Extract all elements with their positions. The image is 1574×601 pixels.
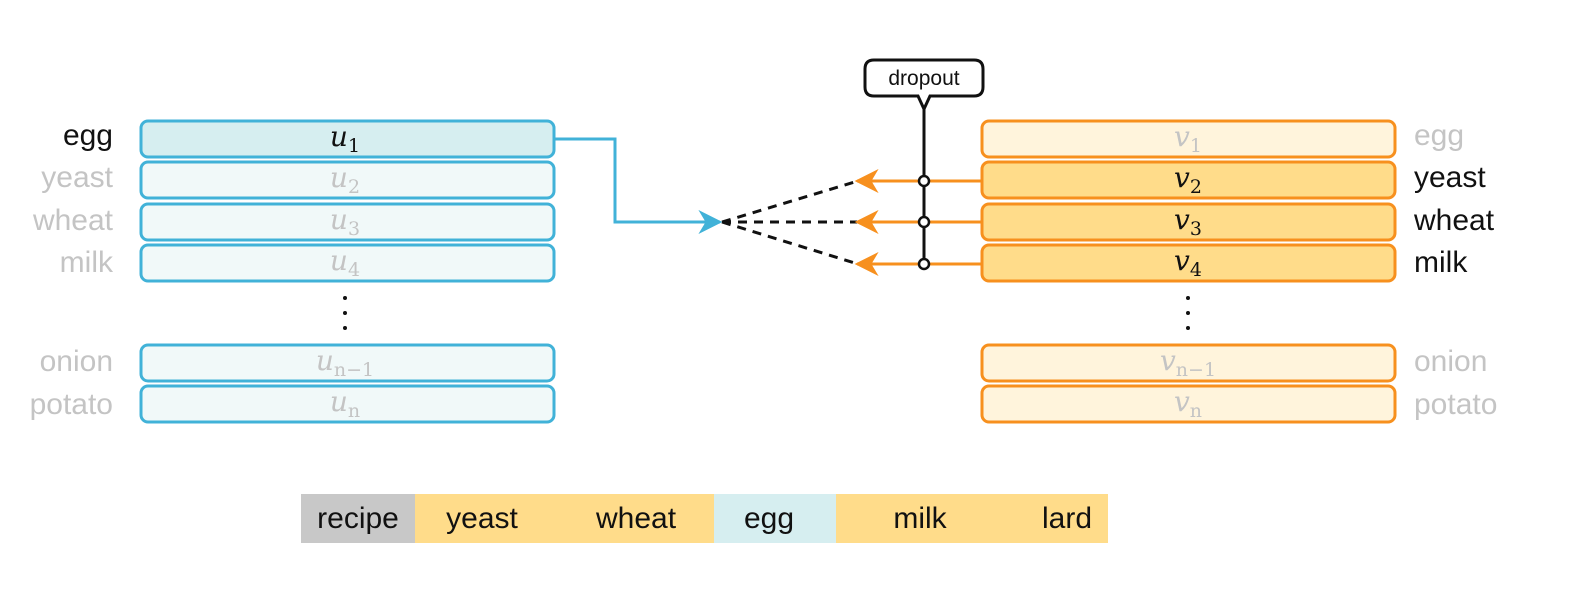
aggregation-dashes (721, 179, 859, 266)
left-row-3: wheat u3 (32, 202, 556, 242)
left-embedding-table: egg u1 yeast u2 wheat u3 milk u4 onion u… (30, 119, 556, 424)
right-row-n: vn potato (980, 384, 1497, 424)
left-word-milk: milk (60, 246, 114, 279)
recipe-bar-label-yeast: yeast (446, 502, 518, 535)
left-vertical-ellipsis (343, 296, 347, 330)
left-vector-u1: u1 (330, 120, 360, 157)
recipe-bar-label-wheat: wheat (595, 502, 677, 535)
left-vector-un: un (330, 385, 360, 422)
right-vector-vn: vn (1174, 385, 1202, 422)
left-word-wheat: wheat (32, 204, 114, 237)
left-row-n: potato un (30, 384, 556, 424)
dropout-switch: dropout (863, 58, 985, 271)
left-vector-u2: u2 (330, 161, 360, 198)
right-row-1: v1 egg (980, 119, 1464, 159)
recipe-bar-context-cell-2 (836, 494, 1108, 543)
right-row-4: v4 milk (980, 243, 1468, 283)
right-word-milk: milk (1414, 246, 1468, 279)
recipe-bar-label-recipe: recipe (317, 502, 399, 535)
target-arrow (554, 137, 723, 234)
right-vertical-ellipsis (1186, 296, 1190, 330)
right-vector-v4: v4 (1174, 244, 1202, 281)
left-word-yeast: yeast (41, 161, 113, 194)
right-embedding-table: v1 egg v2 yeast v3 wheat v4 milk vn−1 on… (980, 119, 1497, 424)
recipe-bar: recipe yeast wheat egg milk lard (301, 494, 1108, 543)
right-row-3: v3 wheat (980, 202, 1495, 242)
right-vector-v1: v1 (1174, 120, 1202, 157)
left-row-4: milk u4 (60, 243, 556, 283)
left-vector-u4: u4 (330, 244, 360, 281)
right-vector-vn-1: vn−1 (1160, 344, 1216, 381)
right-word-yeast: yeast (1414, 161, 1486, 194)
left-vector-u3: u3 (330, 203, 360, 240)
recipe-bar-target-cell (714, 494, 837, 543)
recipe-bar-context-cell-1 (415, 494, 715, 543)
recipe-bar-label-egg: egg (744, 502, 794, 535)
recipe-bar-label-lard: lard (1042, 502, 1092, 535)
dropout-label: dropout (888, 67, 959, 90)
recipe-bar-recipe-cell (301, 494, 416, 543)
left-word-potato: potato (30, 388, 113, 421)
recipe-bar-label-milk: milk (893, 502, 947, 535)
right-word-egg: egg (1414, 119, 1464, 152)
right-word-onion: onion (1414, 345, 1487, 378)
left-word-onion: onion (40, 345, 113, 378)
right-vector-v3: v3 (1174, 203, 1202, 240)
left-row-2: yeast u2 (41, 160, 556, 200)
left-row-1: egg u1 (63, 119, 556, 159)
right-word-wheat: wheat (1413, 204, 1495, 237)
right-vector-v2: v2 (1174, 161, 1202, 198)
right-row-n-1: vn−1 onion (980, 343, 1487, 383)
left-vector-un-1: un−1 (316, 344, 374, 381)
right-word-potato: potato (1414, 388, 1497, 421)
left-word-egg: egg (63, 119, 113, 152)
right-row-2: v2 yeast (980, 160, 1486, 200)
left-row-n-1: onion un−1 (40, 343, 556, 383)
